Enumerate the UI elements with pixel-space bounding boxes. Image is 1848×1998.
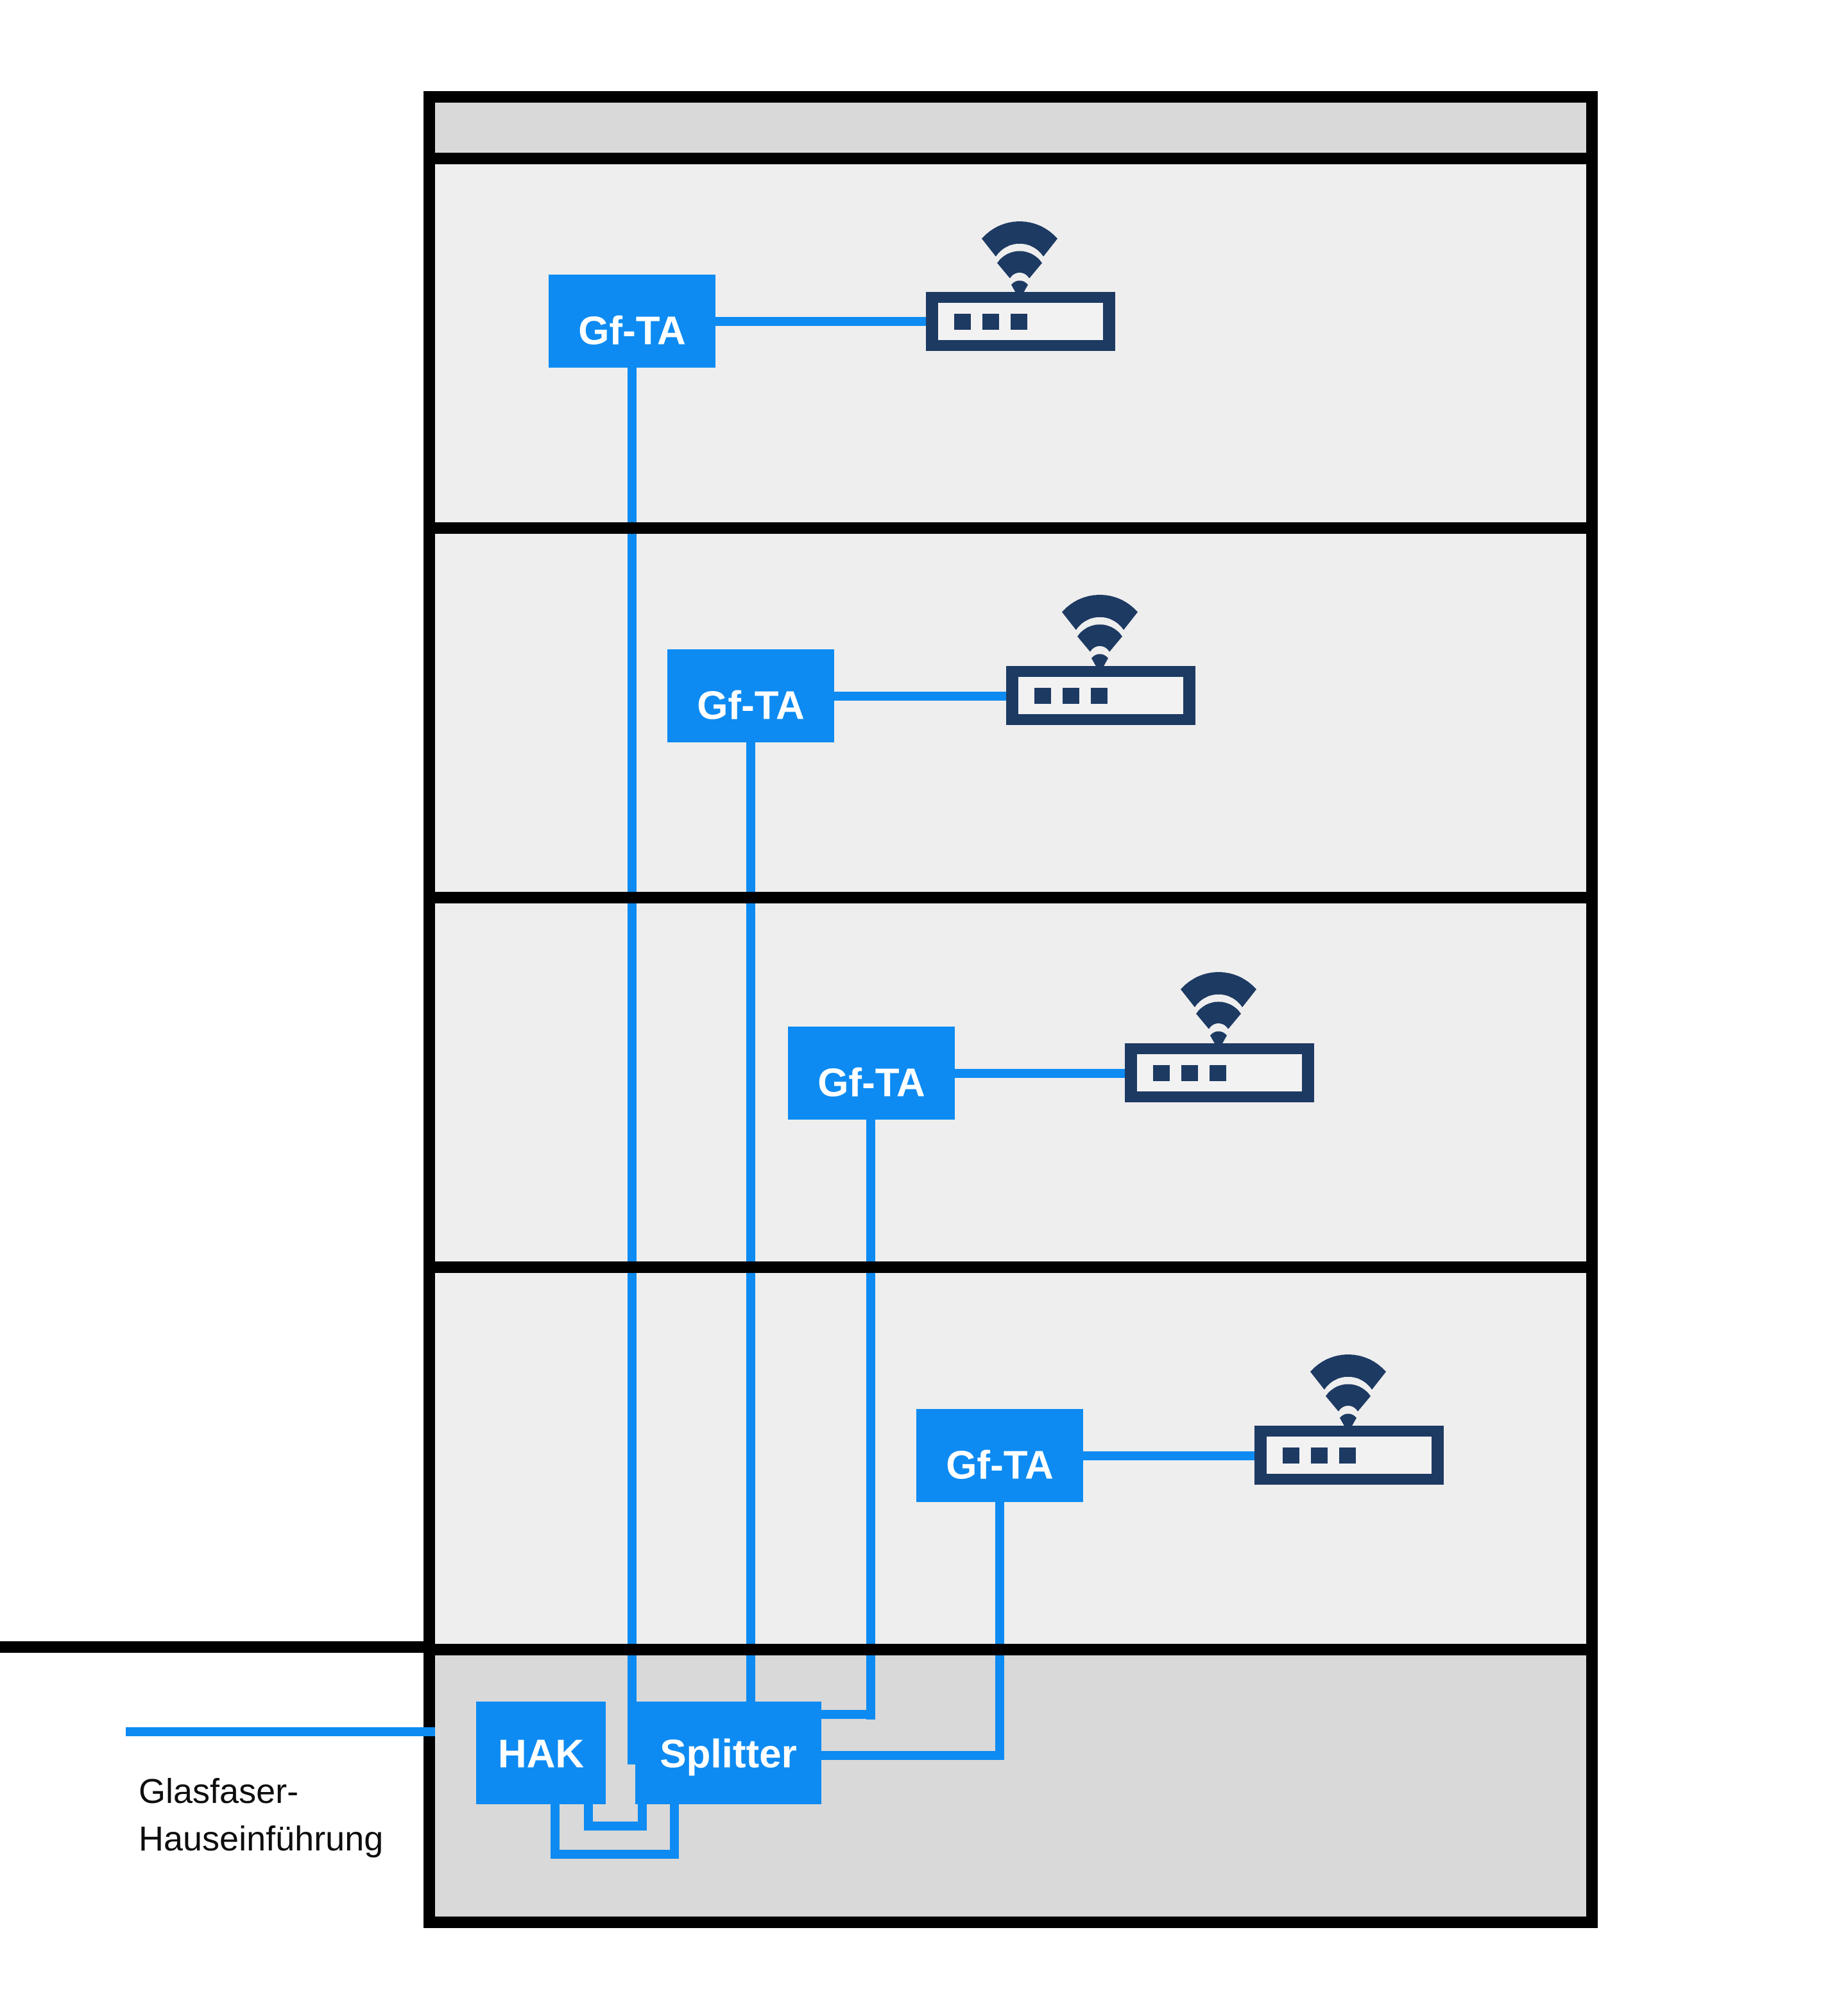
floor-slab-2 bbox=[424, 892, 1598, 903]
gfta-box-floor-2[interactable] bbox=[667, 649, 834, 742]
street-fiber-line bbox=[126, 1727, 435, 1736]
hak-splitter-loop bbox=[551, 1800, 679, 1859]
splitter-box[interactable] bbox=[635, 1702, 821, 1804]
floor-slab-1 bbox=[424, 522, 1598, 534]
floor-slab-3 bbox=[424, 1261, 1598, 1273]
router-icon bbox=[926, 292, 1115, 351]
gfta-box-floor-4[interactable] bbox=[916, 1409, 1083, 1502]
loop-inner-bottom bbox=[584, 1822, 647, 1831]
gfta-box-floor-3[interactable] bbox=[788, 1027, 955, 1120]
floor-3 bbox=[435, 903, 1586, 1261]
splitter-run-floor-4 bbox=[810, 1751, 1004, 1760]
splitter-run-floor-3 bbox=[810, 1710, 875, 1719]
riser-cable-floor-2 bbox=[746, 735, 755, 1716]
loop-inner-right bbox=[638, 1800, 647, 1831]
patch-lead-floor-1 bbox=[715, 317, 927, 326]
splitter-output-runs bbox=[810, 1710, 1004, 1760]
loop-outer-bottom bbox=[551, 1850, 679, 1859]
node-gfta-floor-2[interactable]: Gf-TA bbox=[667, 649, 834, 742]
floor-slab-4 bbox=[424, 1644, 1598, 1655]
hak-box[interactable] bbox=[476, 1702, 606, 1804]
patch-lead-floor-3 bbox=[955, 1069, 1126, 1078]
loop-outer-right bbox=[670, 1800, 679, 1859]
loop-outer-left bbox=[551, 1800, 560, 1859]
splitter-label: Splitter bbox=[660, 1732, 797, 1776]
floor-slabs bbox=[424, 153, 1598, 1655]
node-hak[interactable]: HAK bbox=[476, 1702, 606, 1804]
patch-leads bbox=[715, 317, 1256, 1460]
basement-floor bbox=[435, 1655, 1586, 1917]
wifi-signal-icon bbox=[1310, 1354, 1386, 1433]
wifi-signal-icon bbox=[982, 221, 1057, 300]
roof-band bbox=[435, 103, 1586, 153]
node-gfta-floor-3[interactable]: Gf-TA bbox=[788, 1027, 955, 1120]
wifi-signal-icon bbox=[1062, 595, 1138, 673]
gfta-label-floor-3: Gf-TA bbox=[817, 1061, 925, 1105]
patch-lead-floor-4 bbox=[1083, 1451, 1256, 1460]
router-group-floor-3[interactable] bbox=[1125, 972, 1314, 1102]
router-icon bbox=[1125, 1043, 1314, 1102]
router-icon bbox=[1254, 1426, 1444, 1485]
router-icon bbox=[1006, 666, 1195, 725]
street-fiber-caption: Glasfaser- Hauseinführung bbox=[139, 1772, 383, 1858]
roof-slab bbox=[424, 153, 1598, 164]
wifi-signal-icon bbox=[1181, 972, 1256, 1050]
router-group-floor-2[interactable] bbox=[1006, 595, 1195, 725]
caption-line-2: Hauseinführung bbox=[139, 1820, 383, 1858]
gfta-label-floor-1: Gf-TA bbox=[578, 309, 686, 353]
node-splitter[interactable]: Splitter bbox=[635, 1702, 821, 1804]
gfta-box-floor-1[interactable] bbox=[549, 275, 715, 368]
router-group-floor-4[interactable] bbox=[1254, 1354, 1444, 1485]
node-gfta-floor-4[interactable]: Gf-TA bbox=[916, 1409, 1083, 1502]
patch-lead-floor-2 bbox=[834, 692, 1007, 701]
ground-line bbox=[0, 1641, 435, 1653]
gfta-label-floor-2: Gf-TA bbox=[697, 683, 805, 728]
router-group-floor-1[interactable] bbox=[926, 221, 1115, 351]
hak-label: HAK bbox=[498, 1732, 585, 1776]
node-gfta-floor-1[interactable]: Gf-TA bbox=[549, 275, 715, 368]
gfta-label-floor-4: Gf-TA bbox=[946, 1443, 1054, 1487]
riser-cable-floor-1 bbox=[628, 359, 637, 1764]
riser-cable-floor-3 bbox=[866, 1112, 875, 1720]
caption-line-1: Glasfaser- bbox=[139, 1772, 298, 1811]
riser-cable-floor-4 bbox=[995, 1494, 1004, 1760]
